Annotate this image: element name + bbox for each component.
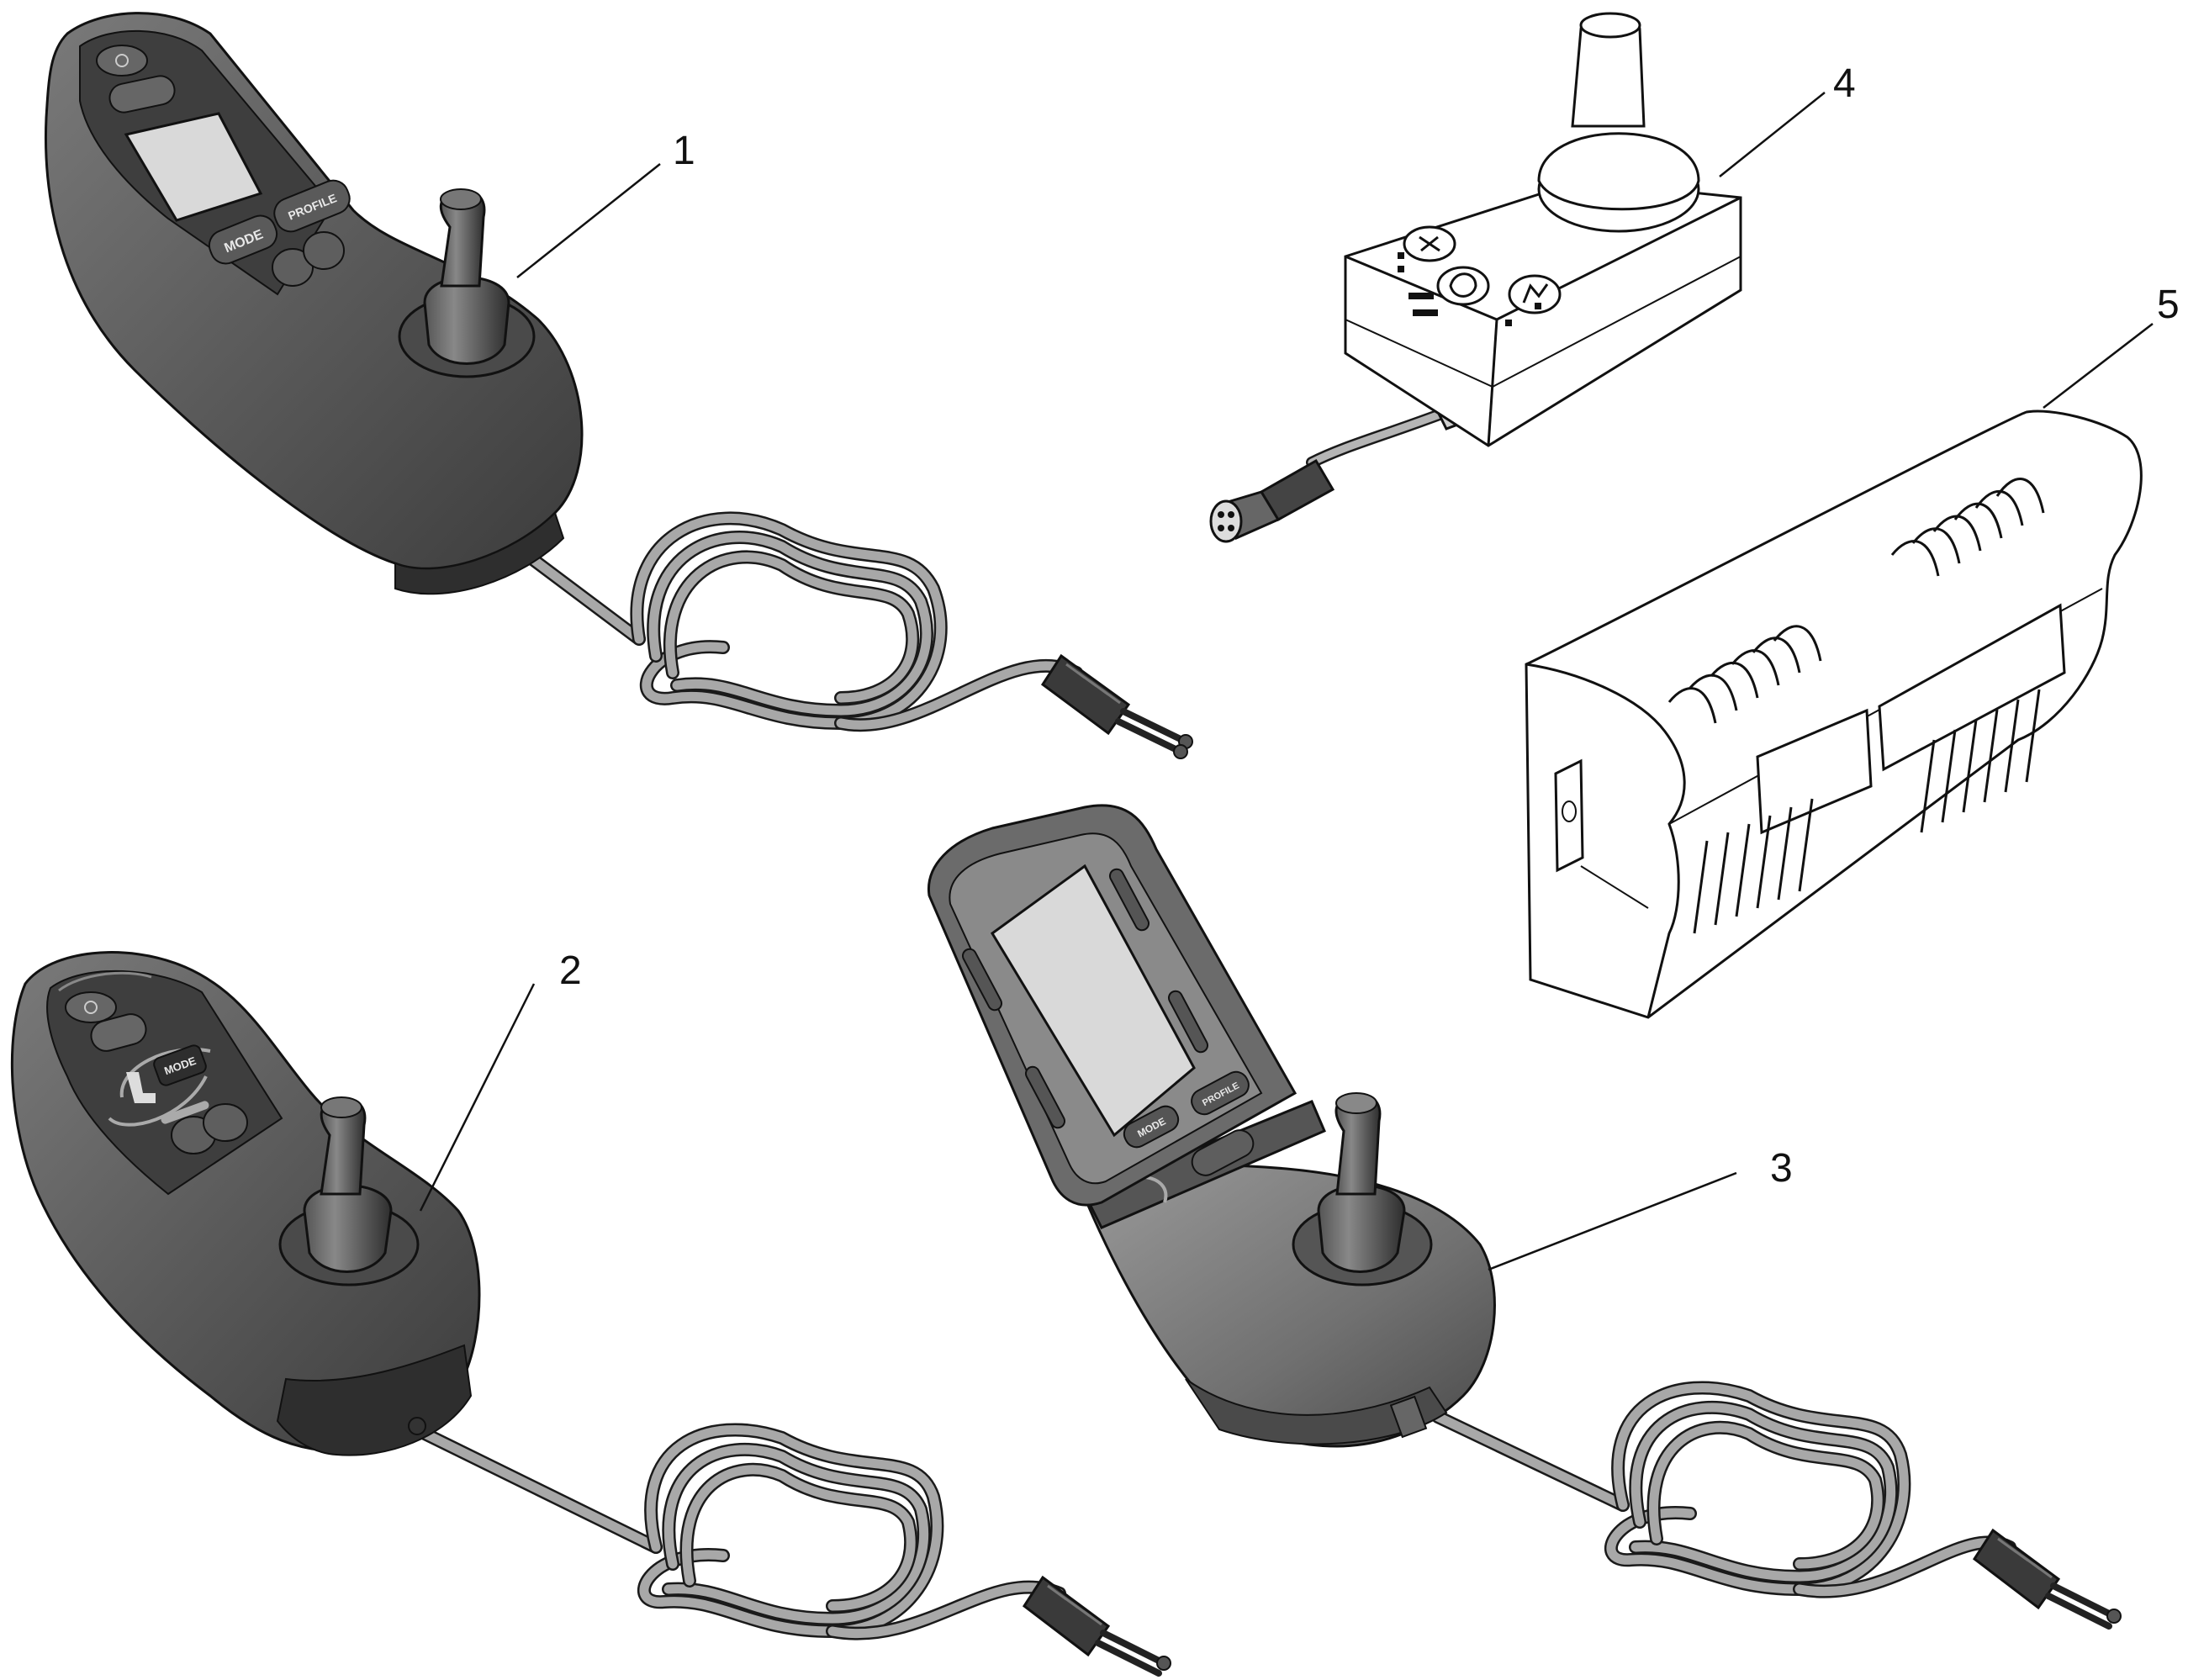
controller-2-power-button[interactable] xyxy=(65,991,117,1023)
callouts: 1 2 3 4 5 xyxy=(419,61,2180,1271)
controller-2-mode-button[interactable] xyxy=(152,1043,208,1087)
callout-5: 5 xyxy=(2157,283,2180,327)
leader-line-3 xyxy=(1488,1171,1737,1271)
controller-1-mode-button[interactable] xyxy=(204,211,281,268)
controller-1-profile-button[interactable] xyxy=(270,176,354,236)
controller-3-connector xyxy=(1972,1528,2122,1630)
leader-line-1 xyxy=(516,163,661,278)
controller-2-cable-coil xyxy=(637,1423,1066,1640)
callout-3: 3 xyxy=(1770,1146,1793,1191)
power-module-5-label-right xyxy=(1878,603,2066,772)
controller-3-profile-button[interactable] xyxy=(1187,1068,1253,1118)
controller-3-cable-coil xyxy=(1604,1381,2016,1598)
controller-3-mode-button[interactable] xyxy=(1120,1102,1182,1151)
controller-2: MODE xyxy=(10,951,1171,1677)
controller-1-display xyxy=(124,112,263,222)
leader-line-2 xyxy=(419,983,536,1212)
power-module-5-label-left xyxy=(1756,708,1873,835)
power-module-5 xyxy=(1525,409,2143,1019)
power-icon xyxy=(84,1001,98,1014)
attendant-control-4-housing xyxy=(1344,179,1742,447)
power-icon xyxy=(115,54,129,67)
controller-1-joystick[interactable] xyxy=(398,188,536,378)
controller-1-speed-up-button[interactable] xyxy=(303,231,345,270)
controller-1-cable-coil xyxy=(630,511,1083,732)
attendant-control-4-button-seat[interactable] xyxy=(1403,225,1456,262)
attendant-control-4-joystick[interactable] xyxy=(1537,12,1700,233)
controller-3: MODE PROFILE xyxy=(927,804,2122,1630)
controller-2-joystick[interactable] xyxy=(278,1096,420,1286)
controller-2-horn-button[interactable] xyxy=(87,1011,149,1054)
controller-1-power-button[interactable] xyxy=(96,45,148,77)
attendant-control-4-connector xyxy=(1209,458,1335,543)
attendant-control-4 xyxy=(1209,12,1742,543)
controller-2-connector xyxy=(1022,1575,1171,1677)
controller-3-display xyxy=(991,864,1196,1138)
callout-1: 1 xyxy=(673,129,695,173)
controller-3-speed-button[interactable] xyxy=(1187,1126,1258,1181)
controller-1-horn-button[interactable] xyxy=(107,73,177,114)
controller-2-speed-up-button[interactable] xyxy=(203,1103,248,1142)
power-module-5-vents xyxy=(1667,478,2045,934)
callout-2: 2 xyxy=(559,948,582,993)
leader-line-4 xyxy=(1719,92,1826,177)
controller-1: MODE PROFILE xyxy=(45,12,1193,759)
attendant-control-4-button-speed[interactable] xyxy=(1436,266,1490,306)
controller-1-connector xyxy=(1040,653,1193,759)
leader-line-5 xyxy=(2043,323,2154,409)
attendant-control-4-button-mode[interactable] xyxy=(1508,274,1562,314)
power-module-5-housing xyxy=(1525,409,2143,1019)
controller-1-speed-down-button[interactable] xyxy=(272,248,314,287)
controller-3-joystick[interactable] xyxy=(1292,1092,1433,1286)
seat-icon xyxy=(126,1072,156,1103)
callout-4: 4 xyxy=(1833,61,1856,106)
